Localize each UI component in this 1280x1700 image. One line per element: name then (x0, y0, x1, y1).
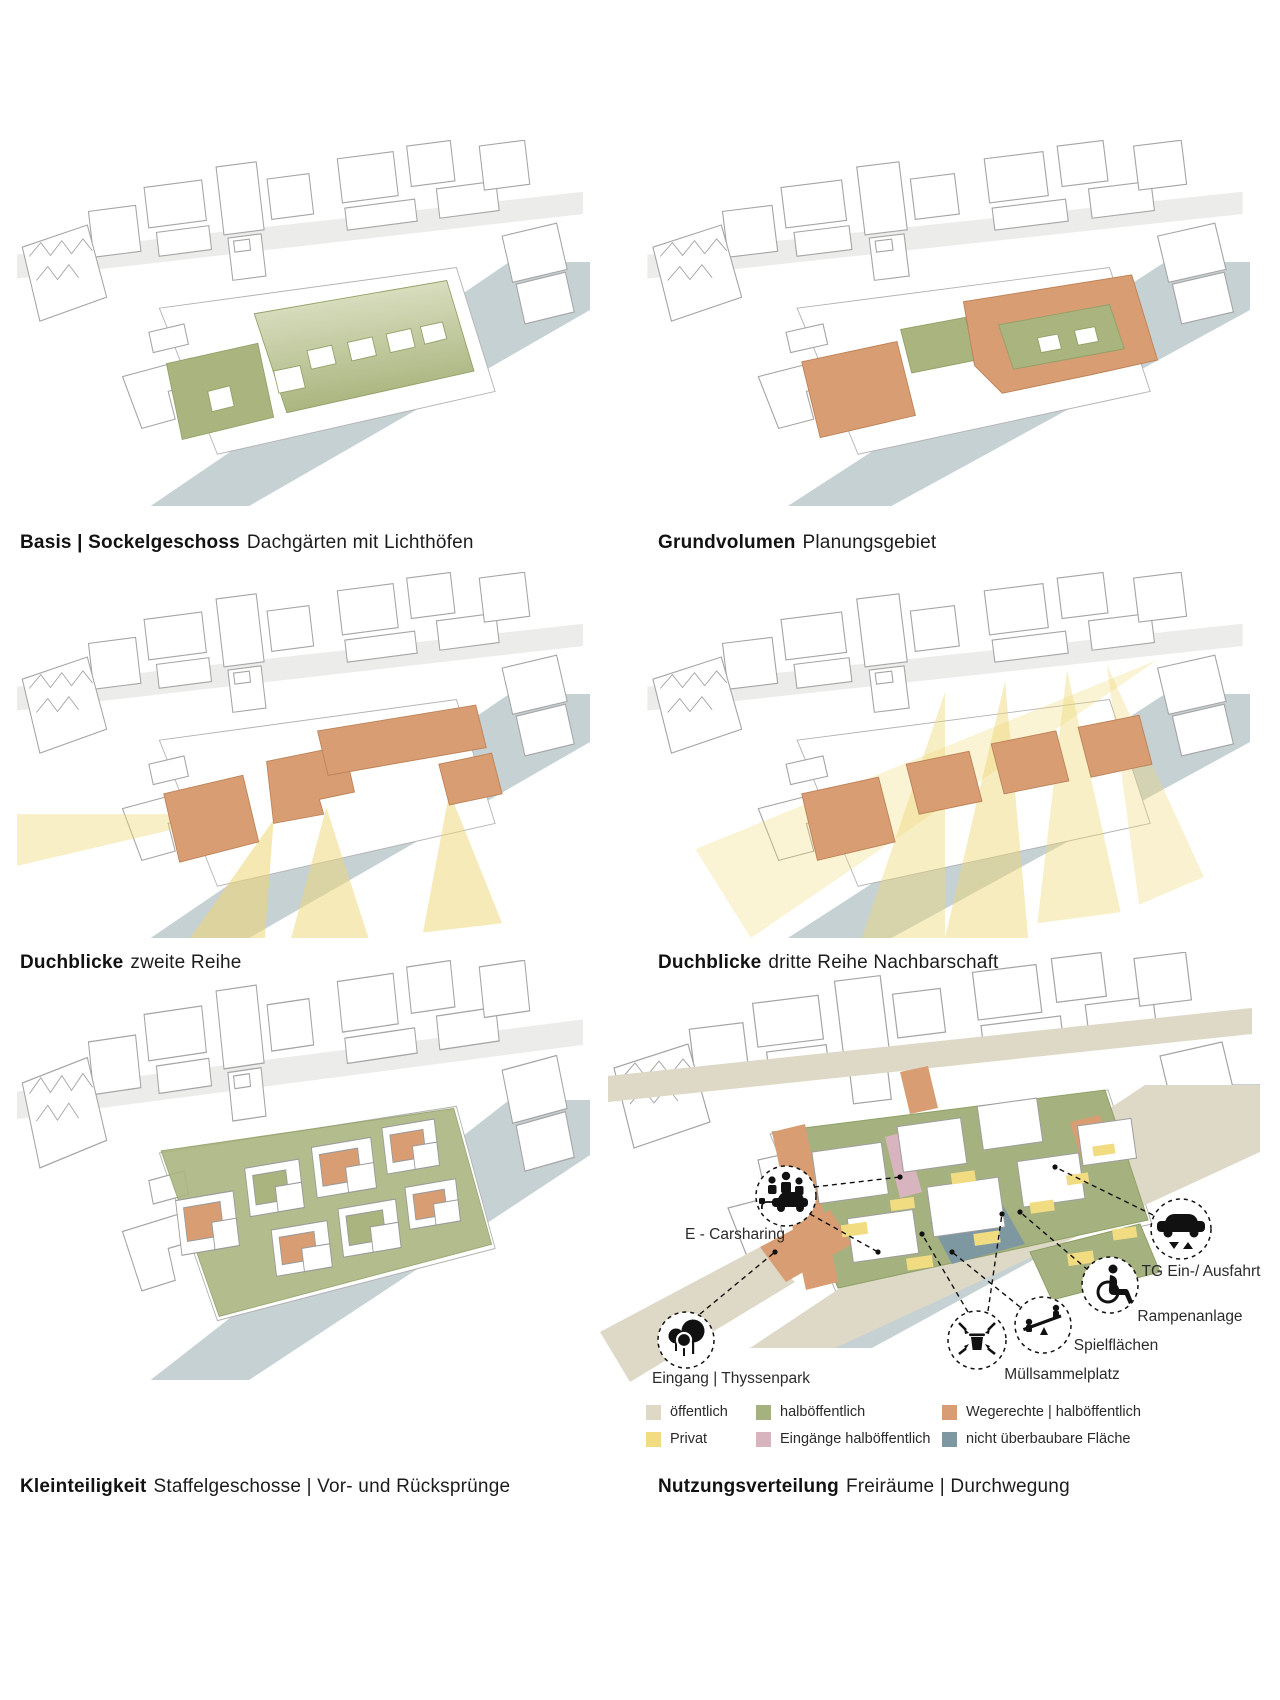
legend-label-oeffentlich: öffentlich (670, 1404, 728, 1420)
stepped-buildings (175, 1118, 461, 1277)
building-bars (163, 704, 503, 863)
legend-label-wegerechte: Wegerechte | halböffentlich (966, 1404, 1141, 1420)
building-bars (801, 714, 1153, 861)
callout-lines (699, 1166, 1154, 1315)
panel-nutzungsverteilung-diagram: E - Carsharing Eingang | Thyssenpark TG … (600, 952, 1262, 1387)
play-label: Spielflächen (1074, 1337, 1158, 1354)
caption-grundvolumen-rest: Planungsgebiet (802, 532, 937, 553)
thyssenpark-trees-icon (668, 1319, 705, 1356)
legend-swatch-oeffentlich (646, 1404, 661, 1420)
panel-kleinteiligkeit-diagram (16, 960, 590, 1380)
legend-label-halboeffentlich: halböffentlich (780, 1404, 866, 1420)
playground-seesaw-icon (1022, 1304, 1062, 1335)
legend-swatch-halboeffentlich (756, 1404, 771, 1420)
caption-basis-rest: Dachgärten mit Lichthöfen (246, 532, 474, 553)
e-carsharing-icon (759, 1171, 808, 1212)
private-patches (840, 1143, 1138, 1271)
legend-label-eingaenge: Eingänge halböffentlich (780, 1431, 931, 1447)
caption-basis-bold: Basis | Sockelgeschoss (20, 532, 240, 553)
caption-kleinteiligkeit: Kleinteiligkeit Staffelgeschosse | Vor- u… (20, 1475, 510, 1498)
caption-durchblicke2: Duchblicke zweite Reihe (20, 951, 242, 974)
legend-swatch-privat (646, 1431, 661, 1447)
green-roof-slabs (165, 279, 475, 441)
caption-nutzungsverteilung-bold: Nutzungsverteilung (658, 1476, 839, 1497)
tg-label: TG Ein-/ Ausfahrt (1142, 1263, 1262, 1280)
caption-durchblicke3-rest: dritte Reihe Nachbarschaft (768, 952, 999, 973)
wheelchair-icon (1096, 1264, 1133, 1304)
building-volumes (801, 274, 1159, 439)
caption-kleinteiligkeit-rest: Staffelgeschosse | Vor- und Rücksprünge (153, 1476, 511, 1497)
caption-durchblicke2-rest: zweite Reihe (130, 952, 242, 973)
thyssenpark-label: Eingang | Thyssenpark (652, 1370, 810, 1387)
callout-dots (772, 1164, 1058, 1255)
legend-item-wegerechte: Wegerechte | halböffentlich (942, 1404, 1182, 1420)
legend-swatch-eingaenge (756, 1431, 771, 1447)
caption-basis: Basis | Sockelgeschoss Dachgärten mit Lic… (20, 531, 474, 554)
legend: öffentlich halböffentlich Wegerechte | h… (646, 1404, 1206, 1447)
caption-grundvolumen: Grundvolumen Planungsgebiet (658, 531, 936, 554)
waste-bin-icon (958, 1322, 996, 1356)
legend-label-nicht-ueberbaubar: nicht überbaubare Fläche (966, 1431, 1131, 1447)
caption-durchblicke3-bold: Duchblicke (658, 952, 762, 973)
panel-grundvolumen-diagram (646, 140, 1250, 506)
tg-car-icon (1157, 1214, 1205, 1249)
caption-durchblicke3: Duchblicke dritte Reihe Nachbarschaft (658, 951, 999, 974)
legend-swatch-wegerechte (942, 1404, 957, 1420)
legend-item-privat: Privat (646, 1431, 756, 1447)
caption-kleinteiligkeit-bold: Kleinteiligkeit (20, 1476, 147, 1497)
legend-swatch-nicht-ueberbaubar (942, 1431, 957, 1447)
caption-durchblicke2-bold: Duchblicke (20, 952, 124, 973)
panel-basis-diagram (16, 140, 590, 506)
legend-item-nicht-ueberbaubar: nicht überbaubare Fläche (942, 1431, 1182, 1447)
legend-item-eingaenge: Eingänge halböffentlich (756, 1431, 942, 1447)
waste-label: Müllsammelplatz (1004, 1366, 1119, 1383)
legend-item-oeffentlich: öffentlich (646, 1404, 756, 1420)
legend-label-privat: Privat (670, 1431, 708, 1447)
panel-durchblicke3-diagram (646, 572, 1250, 938)
carsharing-label: E - Carsharing (685, 1226, 785, 1243)
panel-durchblicke2-diagram (16, 572, 590, 938)
caption-grundvolumen-bold: Grundvolumen (658, 532, 796, 553)
ramp-label: Rampenanlage (1137, 1308, 1242, 1325)
caption-nutzungsverteilung-rest: Freiräume | Durchwegung (845, 1476, 1070, 1497)
legend-item-halboeffentlich: halböffentlich (756, 1404, 942, 1420)
site-buildings (811, 1097, 1138, 1263)
caption-nutzungsverteilung: Nutzungsverteilung Freiräume | Durchwegun… (658, 1475, 1070, 1498)
